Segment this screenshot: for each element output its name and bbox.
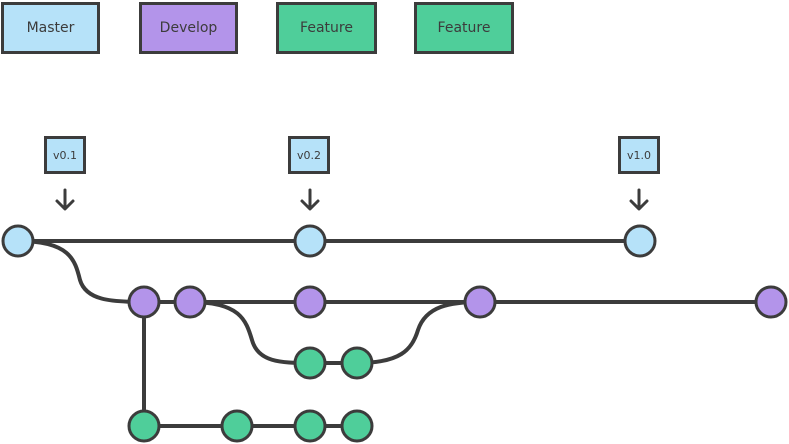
master-commit [623, 224, 657, 258]
feature-commit [293, 409, 327, 443]
feature-1-branch-connector [188, 300, 312, 365]
tag-v0-1: v0.1 [44, 136, 86, 174]
feature-commit [127, 409, 161, 443]
feature-commit [220, 409, 254, 443]
develop-commit [127, 285, 161, 319]
feature-commit [340, 409, 374, 443]
legend-feature-1: Feature [276, 2, 377, 54]
feature-1-merge-connector [355, 300, 482, 365]
down-arrow-icon [55, 188, 75, 211]
down-arrow-icon [629, 188, 649, 211]
develop-commit [293, 285, 327, 319]
develop-commit [754, 285, 788, 319]
develop-commit [173, 285, 207, 319]
legend-feature-2: Feature [414, 2, 514, 54]
develop-commit [463, 285, 497, 319]
feature-commit [293, 346, 327, 380]
master-commit [293, 224, 327, 258]
master-commit [1, 224, 35, 258]
tag-v0-2: v0.2 [288, 136, 330, 174]
legend-develop: Develop [139, 2, 238, 54]
tag-v1-0: v1.0 [618, 136, 660, 174]
legend-master: Master [1, 2, 100, 54]
feature-commit [340, 346, 374, 380]
down-arrow-icon [300, 188, 320, 211]
develop-branch-connector [16, 239, 146, 304]
